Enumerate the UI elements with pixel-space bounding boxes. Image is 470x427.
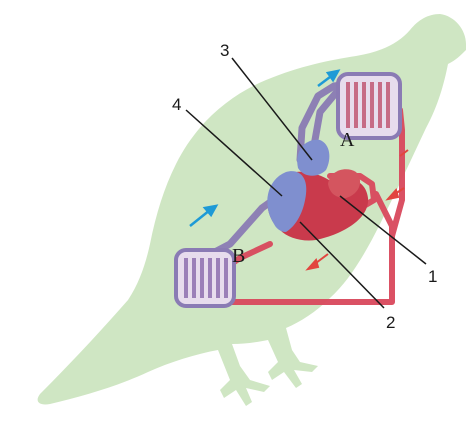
number-label-4: 4 xyxy=(172,95,181,114)
region-label-a: A xyxy=(340,129,355,151)
region-label-b: B xyxy=(232,245,245,267)
number-label-2: 2 xyxy=(386,313,395,332)
number-label-1: 1 xyxy=(428,267,437,286)
number-label-3: 3 xyxy=(220,41,229,60)
capillary-bed-b xyxy=(176,250,234,306)
